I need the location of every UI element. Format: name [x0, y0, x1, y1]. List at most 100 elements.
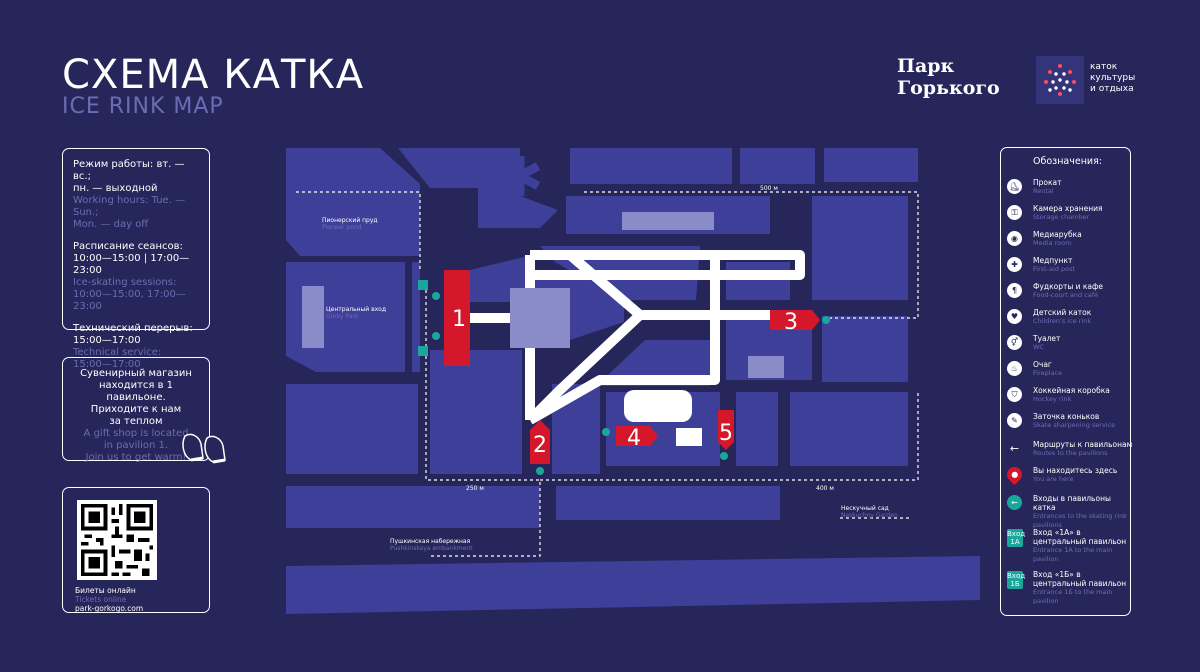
- pavilion-4-marker[interactable]: 4: [616, 426, 658, 451]
- entrance-icon[interactable]: [822, 316, 830, 324]
- map-block: [824, 148, 918, 182]
- route-line: [540, 390, 919, 481]
- hours-ru-1: Режим работы: вт. — вс.;: [73, 159, 185, 182]
- central-building: [510, 288, 570, 348]
- map-block: [286, 556, 980, 614]
- key-icon: ⚿: [1007, 205, 1022, 220]
- wc-icon: ⚥: [1007, 335, 1022, 350]
- main-entrance-label: Центральный вход Gorky Park: [326, 306, 386, 320]
- main-entrance-en: Gorky Park: [326, 313, 359, 320]
- hours-ru-2: пн. — выходной: [73, 183, 158, 194]
- logo-line-1: Парк: [897, 55, 955, 77]
- legend-item-label: Прокат: [1033, 178, 1062, 187]
- pond-ru: Пионерский пруд: [322, 217, 378, 224]
- route-arrow-icon: ←: [1009, 442, 1020, 455]
- pavilion-2-marker[interactable]: 2: [530, 420, 550, 464]
- legend-item-label: Маршруты к павильонам: [1033, 440, 1133, 449]
- legend-item-label-en: Entrance 1Б to the main pavilion: [1033, 588, 1113, 605]
- mittens-icon: [182, 433, 226, 464]
- gift-ru-1: Сувенирный магазин: [80, 368, 192, 379]
- food-icon: ¶: [1007, 283, 1022, 298]
- logo-line-2: Горького: [897, 77, 1000, 99]
- gift-ru-3: Приходите к нам: [90, 404, 182, 415]
- neskuchny-label: Нескучный сад Neskuchny Garden: [841, 505, 898, 519]
- you-are-here-icon: ●: [1003, 463, 1026, 486]
- entrance-icon[interactable]: [720, 452, 728, 460]
- map-block: [286, 148, 420, 256]
- pavilion-5-marker[interactable]: 5: [718, 410, 734, 450]
- map-block: [596, 340, 710, 386]
- map-block: [736, 392, 778, 466]
- legend-item-label-en: Fireplace: [1033, 369, 1063, 377]
- map-block: [726, 316, 812, 380]
- map-block: [822, 316, 908, 382]
- hockey-icon: ⛉: [1007, 387, 1022, 402]
- qr-code[interactable]: [77, 500, 157, 580]
- tickets-en: Tickets online: [75, 595, 127, 604]
- route-line: [584, 191, 919, 319]
- entrance-1a-icon[interactable]: [418, 280, 428, 290]
- rental-icon: ⛸: [1007, 179, 1022, 194]
- legend-title: Обозначения:: [1033, 156, 1102, 167]
- side-building: [622, 212, 714, 230]
- entrance-gate: [302, 286, 324, 348]
- legend-item-label-en: Entrance 1A to the main pavilion: [1033, 546, 1113, 563]
- tickets-url[interactable]: park-gorkogo.com: [75, 604, 144, 613]
- entrance-icon[interactable]: [432, 332, 440, 340]
- sessions-en-1: Ice-skating sessions:: [73, 277, 177, 288]
- map-block: [740, 148, 815, 184]
- pavilion-3-label: 3: [784, 310, 798, 335]
- legend-item-label: Туалет: [1033, 334, 1061, 343]
- break-ru-1: Технический перерыв:: [73, 323, 193, 334]
- qr-code-graphic: [80, 503, 154, 577]
- legend-item-label-en: Rental: [1033, 187, 1054, 195]
- pavilion-3-marker[interactable]: 3: [770, 310, 820, 335]
- entrance-icon[interactable]: [602, 428, 610, 436]
- legend-item-label: Вход «1А» в центральный павильон: [1033, 528, 1127, 546]
- kids-rink: [676, 428, 702, 446]
- distance-250: 250 м: [466, 485, 484, 492]
- gift-en-3: Join us to get warm!: [85, 452, 187, 463]
- legend-item-label-en: Routes to the pavilions: [1033, 449, 1108, 457]
- pavilion-1-marker[interactable]: 1: [444, 270, 470, 366]
- legend-item-label: Медиарубка: [1033, 230, 1082, 239]
- gift-shop-panel: Сувенирный магазин находится в 1 павильо…: [62, 357, 226, 464]
- hours-panel: Режим работы: вт. — вс.; пн. — выходной …: [62, 148, 210, 370]
- rink-logo-mark: [1036, 56, 1084, 104]
- entrance-icon[interactable]: [536, 467, 544, 475]
- media-icon: ◉: [1007, 231, 1022, 246]
- pavilion-4-label: 4: [627, 426, 641, 451]
- route-lines: [296, 191, 919, 557]
- legend-item-label: Хоккейная коробка: [1033, 386, 1110, 395]
- map-block: [286, 384, 418, 474]
- entrance-1b-icon: Вход 1Б: [1007, 571, 1026, 589]
- pavilion-2-label: 2: [533, 433, 547, 458]
- page-title: СХЕМА КАТКА: [62, 52, 365, 98]
- entrance-icon[interactable]: [432, 292, 440, 300]
- rink-logo-text: каток культуры и отдыха: [1090, 62, 1135, 95]
- entrance-1b-icon[interactable]: [418, 346, 428, 356]
- legend-item-label-en: Media room: [1033, 239, 1072, 247]
- small-building: [748, 356, 784, 378]
- legend-item-label-en: Food-court and café: [1033, 291, 1099, 299]
